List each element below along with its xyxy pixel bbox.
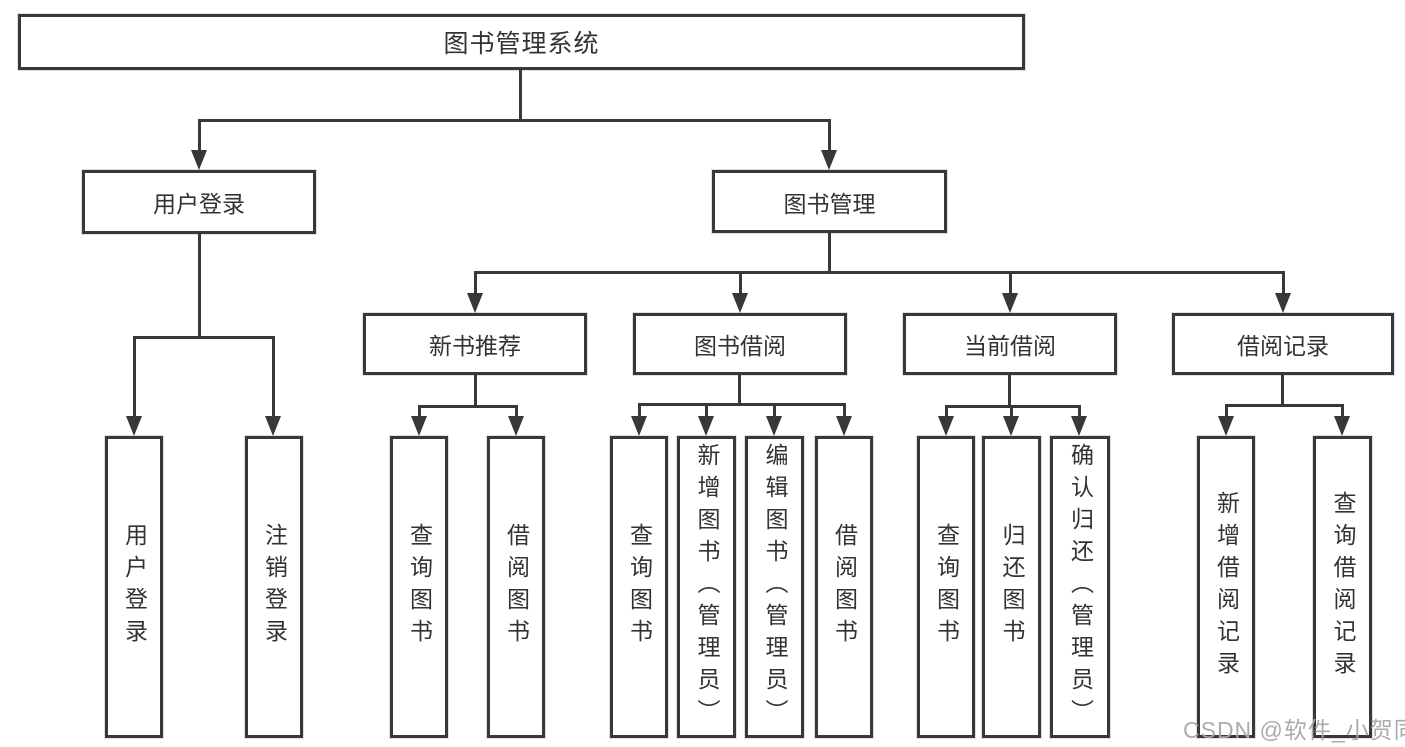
connector-vline [474, 271, 477, 295]
connector-vline [828, 233, 831, 271]
connector-vline [773, 403, 776, 419]
leaf-query-books-current: 查询图书 [917, 436, 975, 738]
connector-hline [133, 336, 275, 339]
arrow-down-icon [1003, 416, 1019, 436]
arrow-down-icon [191, 150, 207, 170]
connector-vline [739, 271, 742, 295]
arrow-down-icon [732, 293, 748, 313]
leaf-user-login: 用户登录 [105, 436, 163, 738]
leaf-label: 借阅图书 [831, 523, 858, 651]
arrow-down-icon [836, 416, 852, 436]
leaf-label: 用户登录 [121, 523, 148, 651]
leaf-label: 新增图书（管理员） [694, 443, 720, 731]
connector-vline [1009, 271, 1012, 295]
connector-vline [1341, 404, 1344, 419]
connector-hline [198, 119, 831, 122]
connector-vline [272, 336, 275, 418]
arrow-down-icon [938, 416, 954, 436]
leaf-label: 查询借阅记录 [1330, 491, 1356, 683]
connector-hline [638, 403, 846, 406]
connector-vline [1008, 375, 1011, 405]
arrow-down-icon [1334, 416, 1350, 436]
leaf-return-books: 归还图书 [982, 436, 1041, 738]
arrow-down-icon [766, 416, 782, 436]
leaf-confirm-return-admin: 确认归还（管理员） [1050, 436, 1110, 738]
watermark: CSDN @软件_小贺同学 [1183, 717, 1405, 743]
leaf-label: 注销登录 [261, 523, 288, 651]
leaf-borrow-books-borrow: 借阅图书 [815, 436, 873, 738]
connector-vline [705, 403, 708, 419]
arrow-down-icon [508, 416, 524, 436]
leaf-query-borrow-record: 查询借阅记录 [1313, 436, 1372, 738]
connector-vline [1225, 404, 1228, 419]
leaf-add-book-admin: 新增图书（管理员） [677, 436, 736, 738]
leaf-label: 编辑图书（管理员） [762, 443, 788, 731]
connector-vline [1010, 405, 1013, 419]
node-current-borrowing: 当前借阅 [903, 313, 1117, 375]
leaf-borrow-books-recommend: 借阅图书 [487, 436, 545, 738]
connector-vline [828, 119, 831, 152]
connector-vline [843, 403, 846, 419]
leaf-label: 查询图书 [406, 523, 433, 651]
leaf-edit-book-admin: 编辑图书（管理员） [745, 436, 804, 738]
connector-hline [1225, 404, 1344, 407]
arrow-down-icon [126, 416, 142, 436]
arrow-down-icon [265, 416, 281, 436]
arrow-down-icon [698, 416, 714, 436]
connector-vline [133, 336, 136, 418]
connector-vline [1078, 405, 1081, 419]
connector-vline [1281, 375, 1284, 405]
connector-hline [945, 405, 1081, 408]
connector-vline [474, 375, 477, 405]
connector-hline [474, 271, 1284, 274]
arrow-down-icon [631, 416, 647, 436]
node-book-management: 图书管理 [712, 170, 947, 233]
leaf-logout: 注销登录 [245, 436, 303, 738]
connector-vline [945, 405, 948, 419]
connector-vline [198, 234, 201, 336]
arrow-down-icon [1002, 293, 1018, 313]
node-borrowing-records: 借阅记录 [1172, 313, 1394, 375]
arrow-down-icon [1071, 416, 1087, 436]
leaf-label: 借阅图书 [503, 523, 530, 651]
node-user-login: 用户登录 [82, 170, 316, 234]
leaf-add-borrow-record: 新增借阅记录 [1197, 436, 1255, 738]
connector-vline [519, 70, 522, 119]
leaf-label: 查询图书 [933, 523, 960, 651]
leaf-label: 查询图书 [626, 523, 653, 651]
arrow-down-icon [411, 416, 427, 436]
connector-vline [418, 405, 421, 419]
connector-vline [738, 375, 741, 403]
node-book-borrowing: 图书借阅 [633, 313, 847, 375]
leaf-query-books-recommend: 查询图书 [390, 436, 448, 738]
arrow-down-icon [821, 150, 837, 170]
connector-vline [515, 405, 518, 419]
connector-vline [1282, 271, 1285, 295]
leaf-label: 归还图书 [999, 523, 1025, 651]
node-new-book-recommendation: 新书推荐 [363, 313, 587, 375]
node-library-management-system: 图书管理系统 [18, 14, 1025, 70]
arrow-down-icon [467, 293, 483, 313]
arrow-down-icon [1218, 416, 1234, 436]
arrow-down-icon [1275, 293, 1291, 313]
connector-vline [198, 119, 201, 152]
connector-hline [418, 405, 518, 408]
connector-vline [638, 403, 641, 419]
leaf-query-books-borrow: 查询图书 [610, 436, 668, 738]
leaf-label: 新增借阅记录 [1213, 491, 1240, 683]
leaf-label: 确认归还（管理员） [1067, 443, 1094, 731]
